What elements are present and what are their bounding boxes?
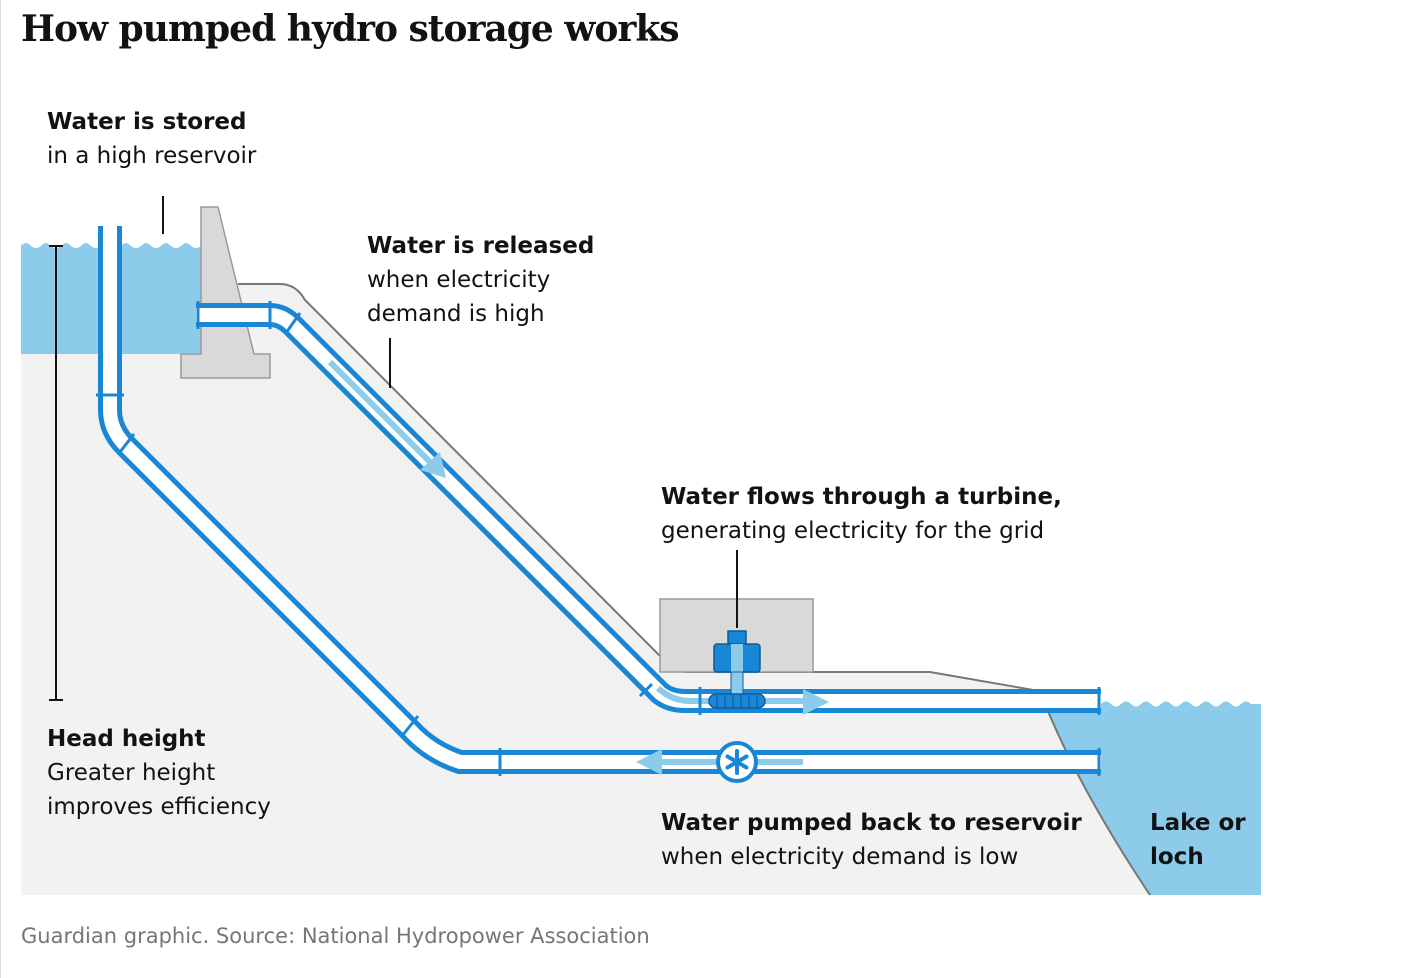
dam-wall xyxy=(180,206,271,379)
label-lake-line2: loch xyxy=(1150,844,1204,870)
release-flow-arrow xyxy=(327,359,435,467)
label-turbine-body: generating electricity for the grid xyxy=(661,518,1045,544)
label-water-stored-body: in a high reservoir xyxy=(47,143,257,169)
outflow-arrow xyxy=(655,685,805,704)
lower-lake-shore xyxy=(1044,703,1151,896)
pump-icon xyxy=(716,741,758,783)
turbine-icon xyxy=(708,630,766,709)
label-water-released: Water is released when electricity deman… xyxy=(367,229,594,331)
label-water-stored: Water is stored in a high reservoir xyxy=(47,105,256,173)
label-water-released-body-line1: when electricity xyxy=(367,267,551,293)
label-lake-line1: Lake or xyxy=(1150,810,1246,836)
label-water-pumped-body: when electricity demand is low xyxy=(661,844,1019,870)
outflow-arrowhead xyxy=(803,689,829,715)
label-turbine: Water flows through a turbine, generatin… xyxy=(661,480,1062,548)
ground-terrain xyxy=(21,284,1150,895)
label-head-height-body-line1: Greater height xyxy=(47,760,216,786)
label-water-pumped-head: Water pumped back to reservoir xyxy=(661,810,1082,836)
head-height-bar xyxy=(49,245,63,701)
page-border xyxy=(0,0,1,978)
label-head-height-body-line2: improves efficiency xyxy=(47,794,271,820)
pipe-joints xyxy=(96,301,1101,776)
label-head-height: Head height Greater height improves effi… xyxy=(47,722,271,824)
release-flow-arrowhead xyxy=(420,452,446,478)
pump-flow-arrowhead xyxy=(636,749,662,775)
label-water-stored-head: Water is stored xyxy=(47,109,247,135)
page-title: How pumped hydro storage works xyxy=(21,8,680,50)
label-water-released-head: Water is released xyxy=(367,233,595,259)
label-water-pumped: Water pumped back to reservoir when elec… xyxy=(661,806,1082,874)
pump-pipe xyxy=(98,226,1101,774)
label-lake: Lake or loch xyxy=(1150,806,1246,874)
source-credit: Guardian graphic. Source: National Hydro… xyxy=(21,924,650,948)
label-water-released-body-line2: demand is high xyxy=(367,301,545,327)
label-head-height-head: Head height xyxy=(47,726,206,752)
label-turbine-head: Water flows through a turbine, xyxy=(661,484,1062,510)
